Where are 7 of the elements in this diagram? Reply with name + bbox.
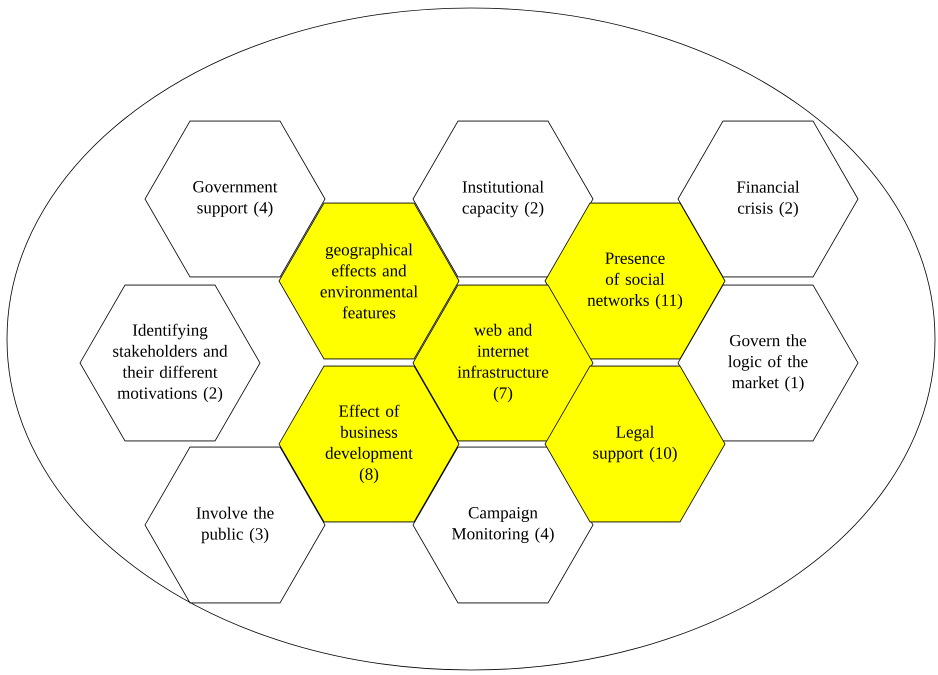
hexagon: Financial crisis (2) [678,120,858,278]
hexagon: geographical effects and environmental features [278,202,460,360]
ellipse-outline [6,8,936,670]
hexagon: Identifying stakeholders and their different motivations (2) [80,284,260,442]
hexagon: Government support (4) [144,120,326,278]
hexagon: Presence of social networks (11) [544,202,726,360]
hexagon: Involve the public (3) [144,446,326,604]
